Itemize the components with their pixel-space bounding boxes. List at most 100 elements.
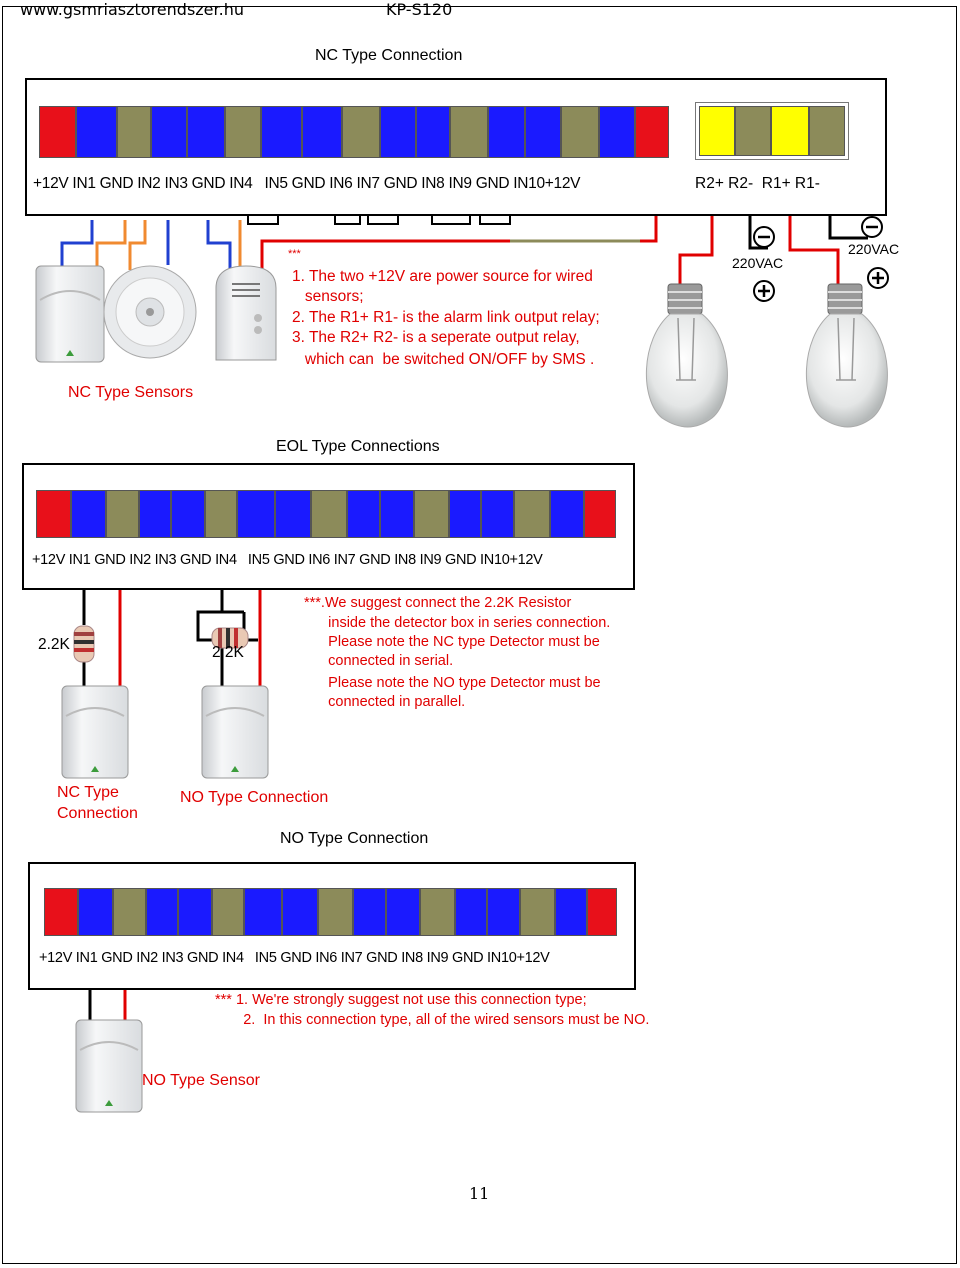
terminal-in1 <box>76 106 117 158</box>
eol-note-line: connected in serial. <box>304 653 454 669</box>
terminal-in8 <box>449 490 481 538</box>
nc-terminal-tabs <box>247 215 511 225</box>
terminal-in9 <box>525 106 561 158</box>
terminal-12v <box>44 888 78 936</box>
terminal-12v <box>635 106 669 158</box>
no-terminal-board: +12V IN1 GND IN2 IN3 GND IN4 IN5 GND IN6… <box>28 862 636 990</box>
terminal-in7 <box>386 888 420 936</box>
terminal-in1 <box>71 490 106 538</box>
eol-terminal-blocks <box>36 490 616 538</box>
terminal-gnd <box>414 490 449 538</box>
terminal-gnd <box>311 490 347 538</box>
header-model: KP-S120 <box>386 0 453 19</box>
eol-section-title: EOL Type Connections <box>276 438 440 455</box>
terminal-r2-plus <box>699 106 735 156</box>
terminal-gnd <box>106 490 139 538</box>
terminal-in7 <box>380 490 414 538</box>
page-frame <box>2 6 957 1264</box>
no-section-title: NO Type Connection <box>280 830 429 847</box>
nc-note-line: 1. The two +12V are power source for wir… <box>292 268 593 285</box>
nc-terminal-blocks <box>39 106 669 158</box>
relay-terminal-blocks <box>695 102 849 160</box>
terminal-in2 <box>151 106 187 158</box>
pir-sensor-icon <box>61 685 129 779</box>
minus-icon <box>753 226 775 248</box>
terminal-in4 <box>261 106 302 158</box>
eol-no-connection-label: NO Type Connection <box>180 789 329 806</box>
eol-note-line: Please note the NO type Detector must be <box>304 675 601 691</box>
terminal-gnd <box>520 888 555 936</box>
terminal-in2 <box>139 490 171 538</box>
nc-section-title: NC Type Connection <box>315 47 463 64</box>
terminal-in1 <box>78 888 113 936</box>
terminal-in8 <box>488 106 525 158</box>
nc-terminal-labels: +12V IN1 GND IN2 IN3 GND IN4 IN5 GND IN6… <box>33 175 581 192</box>
terminal-in4 <box>237 490 275 538</box>
relay-terminal-labels: R2+ R2- R1+ R1- <box>695 175 820 192</box>
terminal-in9 <box>487 888 520 936</box>
terminal-r1-plus <box>771 106 809 156</box>
eol-terminal-board: +12V IN1 GND IN2 IN3 GND IN4 IN5 GND IN6… <box>22 463 635 590</box>
no-sensor-label: NO Type Sensor <box>142 1072 260 1089</box>
no-note-line: 2. In this connection type, all of the w… <box>215 1012 650 1028</box>
terminal-in10 <box>550 490 584 538</box>
no-note-line: *** 1. We're strongly suggest not use th… <box>215 992 587 1008</box>
terminal-in3 <box>171 490 205 538</box>
nc-sensors-label: NC Type Sensors <box>68 384 194 401</box>
resistor-icon <box>211 627 249 649</box>
terminal-in10 <box>599 106 635 158</box>
nc-note-line: 3. The R2+ R2- is a seperate output rela… <box>292 329 580 346</box>
no-terminal-blocks <box>44 888 617 936</box>
terminal-in6 <box>347 490 380 538</box>
light-bulb-icon <box>806 283 888 428</box>
page-number: 11 <box>469 1184 490 1203</box>
no-terminal-labels: +12V IN1 GND IN2 IN3 GND IN4 IN5 GND IN6… <box>39 950 550 966</box>
eol-note-line: connected in parallel. <box>304 694 466 710</box>
terminal-gnd <box>450 106 488 158</box>
pir-sensor-icon <box>201 685 269 779</box>
terminal-in3 <box>187 106 225 158</box>
eol-note-line: ***.We suggest connect the 2.2K Resistor <box>304 595 572 611</box>
eol-terminal-labels: +12V IN1 GND IN2 IN3 GND IN4 IN5 GND IN6… <box>32 552 543 568</box>
plus-icon <box>867 267 889 289</box>
terminal-12v <box>39 106 76 158</box>
terminal-gnd <box>117 106 151 158</box>
terminal-12v <box>587 888 617 936</box>
terminal-in9 <box>481 490 514 538</box>
terminal-gnd <box>514 490 550 538</box>
terminal-gnd <box>420 888 455 936</box>
smoke-detector-icon <box>103 265 197 359</box>
gas-detector-icon <box>215 265 277 361</box>
pir-sensor-icon <box>75 1019 143 1113</box>
nc-note-line: 2. The R1+ R1- is the alarm link output … <box>292 309 600 326</box>
terminal-gnd <box>342 106 380 158</box>
eol-note-line: Please note the NC type Detector must be <box>304 634 600 650</box>
nc-note-line: sensors; <box>292 288 364 305</box>
terminal-in8 <box>455 888 487 936</box>
terminal-in5 <box>275 490 311 538</box>
terminal-in2 <box>146 888 178 936</box>
header-site: www.gsmriasztorendszer.hu <box>20 0 244 19</box>
vac-label-right: 220VAC <box>848 241 900 257</box>
nc-notes-marker: *** <box>288 248 301 260</box>
minus-icon <box>861 216 883 238</box>
terminal-gnd <box>318 888 353 936</box>
terminal-r2-minus <box>735 106 771 156</box>
terminal-r1-minus <box>809 106 845 156</box>
terminal-in4 <box>244 888 282 936</box>
terminal-gnd <box>212 888 244 936</box>
resistor-icon <box>73 625 95 663</box>
plus-icon <box>753 280 775 302</box>
resistor-label-right: 2.2K <box>212 644 244 661</box>
terminal-in5 <box>302 106 342 158</box>
nc-terminal-board: +12V IN1 GND IN2 IN3 GND IN4 IN5 GND IN6… <box>25 78 887 216</box>
terminal-gnd <box>561 106 599 158</box>
terminal-gnd <box>113 888 146 936</box>
terminal-in3 <box>178 888 212 936</box>
terminal-gnd <box>225 106 261 158</box>
terminal-in10 <box>555 888 587 936</box>
pir-sensor-icon <box>35 265 105 363</box>
nc-wires <box>60 215 868 290</box>
terminal-12v <box>36 490 71 538</box>
